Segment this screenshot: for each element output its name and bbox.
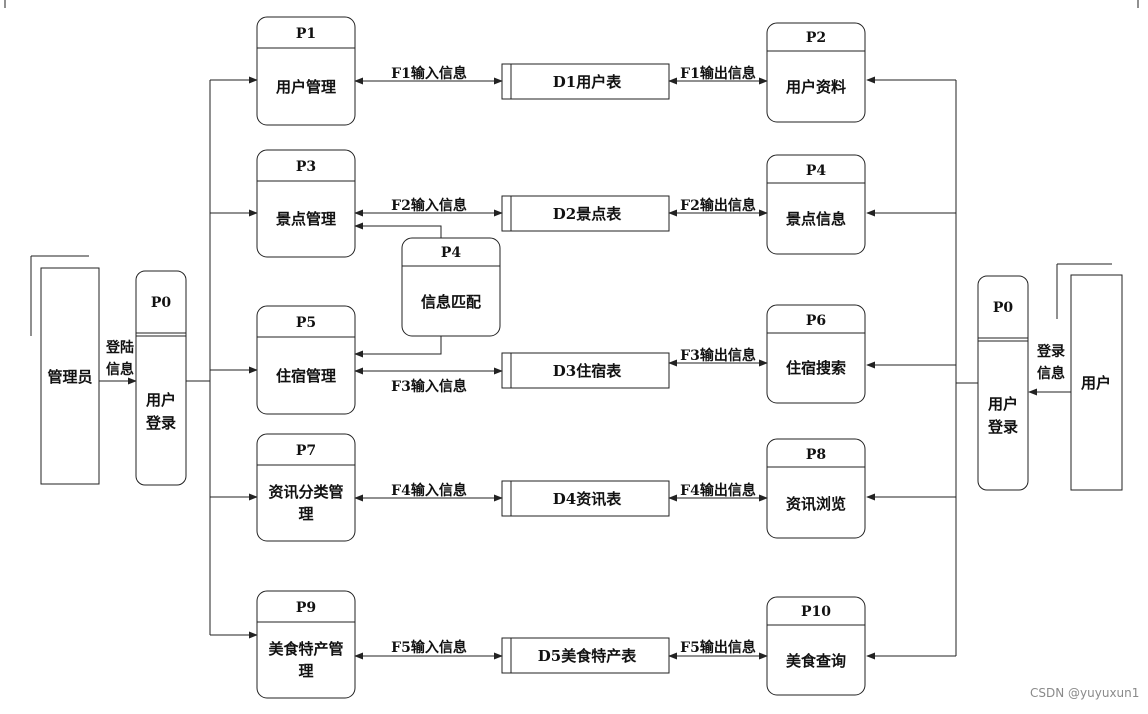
svg-text:美食特产管: 美食特产管	[268, 640, 343, 658]
match-to-p3-arrow	[354, 222, 442, 238]
flow-label-f2-output: F2输出信息	[680, 197, 756, 214]
user-entity: 用户	[1056, 263, 1123, 491]
admin-process-p5: P5 住宿管理	[256, 305, 356, 415]
user-p0-line1: 用户	[988, 395, 1018, 413]
user-p0-line2: 登录	[987, 418, 1018, 436]
data-store-d4: D4资讯表	[501, 480, 670, 517]
svg-text:景点信息: 景点信息	[786, 210, 846, 228]
data-store-d3: D3住宿表	[501, 352, 670, 389]
admin-login-info-line2: 信息	[106, 361, 134, 378]
svg-text:P1: P1	[296, 26, 316, 42]
svg-text:P4: P4	[441, 245, 462, 261]
svg-text:P5: P5	[296, 315, 316, 331]
svg-text:信息匹配: 信息匹配	[421, 293, 481, 311]
svg-text:P8: P8	[806, 447, 826, 463]
flow-label-f3-output: F3输出信息	[680, 347, 756, 364]
user-process-p10: P10 美食查询	[766, 596, 866, 696]
user-login-info-line1: 登录	[1036, 343, 1065, 360]
svg-text:P10: P10	[801, 604, 831, 620]
data-store-d2: D2景点表	[501, 195, 670, 232]
user-login-info-line2: 信息	[1037, 365, 1065, 382]
admin-process-p9: P9 美食特产管 理	[256, 590, 356, 699]
svg-text:理: 理	[298, 662, 313, 680]
user-process-p4: P4 景点信息	[766, 154, 866, 255]
admin-p0-line1: 用户	[146, 391, 176, 409]
admin-p0-id: P0	[151, 295, 172, 311]
svg-text:P3: P3	[296, 159, 316, 175]
data-store-d5: D5美食特产表	[501, 637, 670, 674]
user-process-p8: P8 资讯浏览	[766, 438, 866, 539]
user-process-p6: P6 住宿搜索	[766, 304, 866, 404]
svg-text:住宿搜索: 住宿搜索	[786, 359, 846, 377]
svg-text:P7: P7	[296, 443, 316, 459]
svg-text:P9: P9	[296, 600, 316, 616]
match-process-p4: P4 信息匹配	[401, 237, 501, 337]
data-store-d1: D1用户表	[501, 63, 670, 100]
svg-text:理: 理	[298, 505, 313, 523]
admin-entity: 管理员	[30, 255, 100, 485]
svg-text:D1用户表: D1用户表	[553, 73, 622, 91]
watermark: CSDN @yuyuxun1	[1030, 686, 1139, 700]
flow-label-f4-output: F4输出信息	[680, 482, 756, 499]
svg-text:美食查询: 美食查询	[786, 652, 846, 670]
svg-text:P4: P4	[806, 163, 827, 179]
flow-label-f3-input: F3输入信息	[391, 378, 467, 395]
flow-label-f5-input: F5输入信息	[391, 639, 467, 656]
svg-text:资讯分类管: 资讯分类管	[268, 483, 343, 501]
svg-text:D3住宿表: D3住宿表	[553, 362, 622, 380]
user-p0-process: P0 用户 登录	[977, 275, 1029, 491]
svg-text:住宿管理: 住宿管理	[276, 367, 336, 385]
svg-text:P6: P6	[806, 313, 826, 329]
svg-text:D5美食特产表: D5美食特产表	[538, 647, 637, 665]
user-process-p2: P2 用户资料	[766, 22, 866, 123]
flow-label-f2-input: F2输入信息	[391, 197, 467, 214]
svg-text:P2: P2	[806, 30, 826, 46]
user-p0-id: P0	[993, 300, 1014, 316]
admin-p0-process: P0 用户 登录	[135, 270, 187, 486]
match-to-p5-arrow	[354, 336, 442, 358]
admin-entity-label: 管理员	[47, 368, 92, 386]
admin-login-info-line1: 登陆	[105, 339, 134, 356]
admin-process-p1: P1 用户管理	[256, 16, 356, 126]
svg-text:用户资料: 用户资料	[786, 78, 846, 96]
flow-label-f5-output: F5输出信息	[680, 639, 756, 656]
admin-process-p7: P7 资讯分类管 理	[256, 433, 356, 542]
svg-text:D4资讯表: D4资讯表	[553, 490, 622, 508]
flow-label-f1-input: F1输入信息	[391, 65, 467, 82]
admin-p0-line2: 登录	[145, 414, 176, 432]
flow-label-f1-output: F1输出信息	[680, 65, 756, 82]
svg-text:资讯浏览: 资讯浏览	[786, 495, 846, 513]
svg-text:用户管理: 用户管理	[276, 78, 336, 96]
svg-text:D2景点表: D2景点表	[553, 205, 622, 223]
svg-text:景点管理: 景点管理	[276, 210, 336, 228]
user-entity-label: 用户	[1081, 374, 1111, 392]
flow-label-f4-input: F4输入信息	[391, 482, 467, 499]
admin-process-p3: P3 景点管理	[256, 149, 356, 258]
